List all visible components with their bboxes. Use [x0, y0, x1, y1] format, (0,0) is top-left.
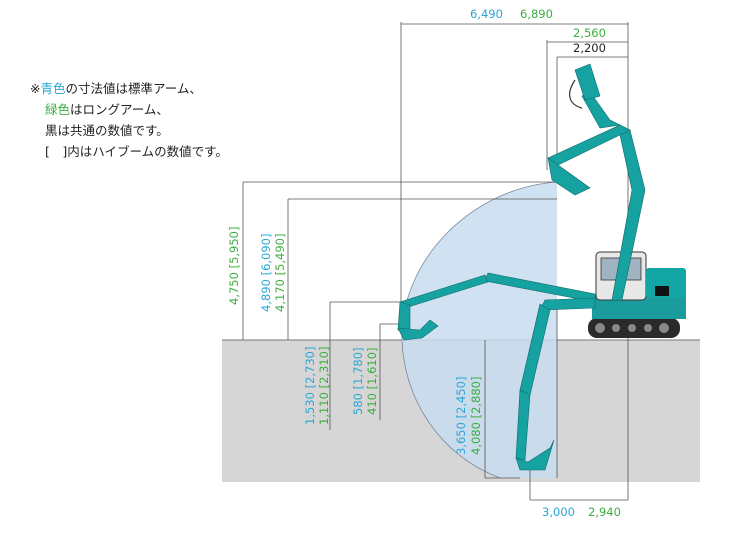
dim-low-std: 580 [1,780]: [351, 347, 365, 415]
label-low-std: 580 [1,780]: [351, 347, 365, 415]
label-height2-std: 4,890 [6,090]: [259, 234, 273, 312]
track-rollers: [595, 323, 669, 333]
legend-line-1: ※青色の寸法値は標準アーム、: [30, 78, 228, 99]
legend-note: ※青色の寸法値は標準アーム、 緑色はロングアーム、 黒は共通の数値です。 [ ]…: [30, 78, 228, 162]
dim-bottom-std: 3,000: [542, 505, 575, 519]
dim-height-std: 4,750 [5,950]: [227, 227, 241, 305]
label-height2-long: 4,170 [5,490]: [273, 234, 287, 312]
legend-line-4: [ ]内はハイブームの数値です。: [45, 144, 228, 159]
height-dimension-lines: [242, 181, 557, 479]
engine-badge: [655, 286, 669, 296]
dim-height2-long: 4,170 [5,490]: [273, 234, 287, 312]
legend-line-3: 黒は共通の数値です。: [45, 123, 169, 138]
legend-mark: ※: [30, 81, 41, 96]
bucket-raised-outline: [569, 79, 583, 109]
dim-bottom-long: 2,940: [588, 505, 621, 519]
dim-top-std: 2,560: [573, 26, 606, 40]
reference-lines: [400, 22, 629, 500]
label-height-std: 4,750 [5,950]: [227, 227, 241, 305]
dim-depth-std: 3,650 [2,450]: [454, 377, 468, 455]
excavator-body: [588, 251, 686, 338]
legend-line-2-text: はロングアーム、: [70, 102, 169, 117]
label-depth-std: 3,650 [2,450]: [454, 377, 468, 455]
boom-raised: [547, 63, 646, 301]
legend-line-2: 緑色はロングアーム、: [30, 99, 228, 120]
label-ground-long: 1,110 [2,310]: [317, 347, 331, 425]
working-envelope: [401, 182, 557, 478]
arm-digging: [515, 297, 596, 471]
dim-max-reach-std: 6,490: [470, 7, 503, 21]
dim-max-reach-long: 6,890: [520, 7, 553, 21]
legend-line-1-text: の寸法値は標準アーム、: [65, 81, 202, 96]
dim-ground-std: 1,530 [2,730]: [303, 347, 317, 425]
label-low-long: 410 [1,610]: [365, 347, 379, 415]
top-dimension-lines: [401, 23, 628, 501]
dim-low-long: 410 [1,610]: [365, 347, 379, 415]
legend-blue-word: 青色: [40, 81, 66, 96]
dim-height2-std: 4,890 [6,090]: [259, 234, 273, 312]
legend-green-word: 緑色: [45, 102, 71, 117]
dim-top-common: 2,200: [573, 41, 606, 55]
arm-reach: [397, 272, 596, 341]
dim-depth-long: 4,080 [2,880]: [469, 377, 483, 455]
label-depth-long: 4,080 [2,880]: [469, 377, 483, 455]
label-ground-std: 1,530 [2,730]: [303, 347, 317, 425]
dim-ground-long: 1,110 [2,310]: [317, 347, 331, 425]
